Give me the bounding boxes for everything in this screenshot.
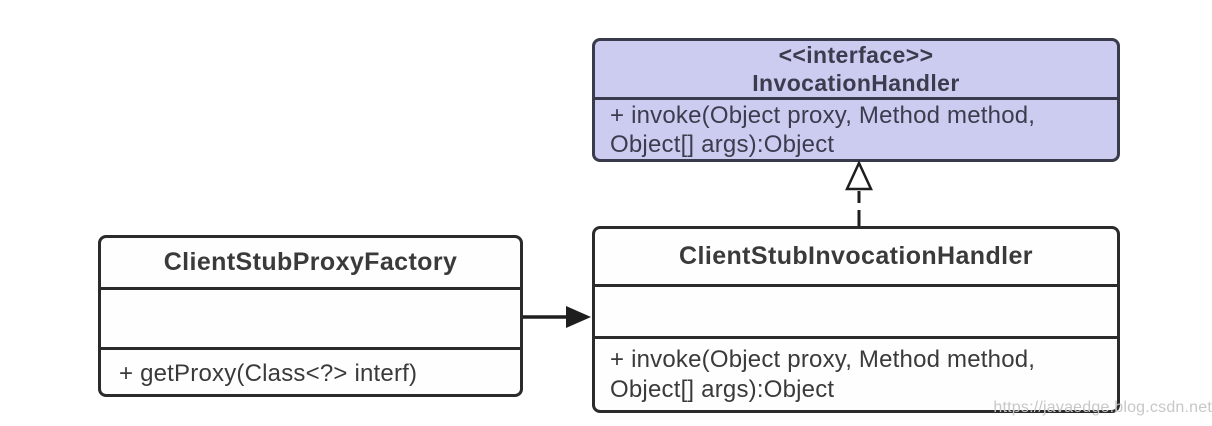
factory-methods-compartment: + getProxy(Class<?> interf) — [101, 347, 520, 394]
interface-method-line-2: Object[] args):Object — [610, 131, 835, 158]
interface-title-compartment: <<interface>> InvocationHandler — [595, 41, 1117, 97]
association-arrow — [523, 306, 591, 328]
interface-method-line-1: + invoke(Object proxy, Method method, — [610, 102, 1036, 129]
handler-attributes-compartment-empty — [595, 284, 1117, 336]
handler-method-line-1: + invoke(Object proxy, Method method, — [610, 345, 1036, 373]
factory-name-label: ClientStubProxyFactory — [163, 248, 458, 276]
clientstubinvocationhandler-class-box: ClientStubInvocationHandler + invoke(Obj… — [592, 226, 1120, 413]
interface-invocationhandler-class-box: <<interface>> InvocationHandler + invoke… — [592, 38, 1120, 162]
factory-attributes-compartment-empty — [101, 287, 520, 347]
handler-title-compartment: ClientStubInvocationHandler — [595, 229, 1117, 284]
handler-method-line-2: Object[] args):Object — [610, 375, 835, 403]
watermark-text: https://javaedge.blog.csdn.net — [993, 399, 1212, 416]
factory-method-line-1: + getProxy(Class<?> interf) — [119, 359, 418, 387]
clientstubproxyfactory-class-box: ClientStubProxyFactory + getProxy(Class<… — [98, 235, 523, 397]
interface-name-label: InvocationHandler — [752, 70, 960, 96]
interface-stereotype-label: <<interface>> — [778, 42, 934, 68]
handler-name-label: ClientStubInvocationHandler — [679, 242, 1033, 270]
factory-title-compartment: ClientStubProxyFactory — [101, 238, 520, 287]
interface-methods-compartment: + invoke(Object proxy, Method method, Ob… — [595, 97, 1117, 159]
handler-methods-compartment: + invoke(Object proxy, Method method, Ob… — [595, 336, 1117, 410]
realization-arrow — [845, 160, 873, 226]
